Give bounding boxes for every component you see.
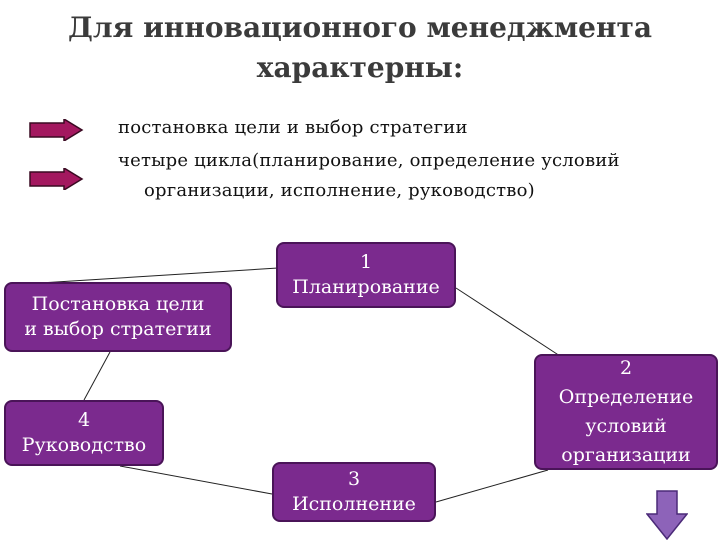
bullet-2-text-line-1: четыре цикла(планирование, определение у… xyxy=(118,150,620,171)
step-2-line-2: условий xyxy=(585,415,667,437)
connector-2-to-3 xyxy=(435,469,549,503)
step-3-number: 3 xyxy=(347,468,361,490)
step-2-line-1: Определение xyxy=(558,386,694,408)
title-line-1: Для инновационного менеджмента xyxy=(68,11,652,44)
right-arrow-icon xyxy=(28,119,84,141)
step-3-execution-box: 3 Исполнение xyxy=(272,462,436,522)
down-arrow-icon xyxy=(646,490,688,540)
right-arrow-icon xyxy=(28,168,84,190)
strategy-box: Постановка цели и выбор стратегии xyxy=(4,282,232,352)
step-4-label: Руководство xyxy=(21,434,147,456)
step-1-planning-box: 1 Планирование xyxy=(276,242,456,308)
bullet-1-text: постановка цели и выбор стратегии xyxy=(118,117,468,138)
step-2-conditions-box: 2 Определение условий организации xyxy=(534,354,718,470)
strategy-box-line-1: Постановка цели xyxy=(31,293,205,315)
connector-1-to-2 xyxy=(455,287,561,357)
bullet-item-2: четыре цикла(планирование, определение у… xyxy=(118,146,620,206)
bullet-2-text-line-2: организации, исполнение, руководство) xyxy=(144,180,535,201)
title-line-2: характерны: xyxy=(256,51,464,84)
step-1-label: Планирование xyxy=(292,276,440,298)
slide-title: Для инновационного менеджмента характерн… xyxy=(0,8,720,88)
step-4-leadership-box: 4 Руководство xyxy=(4,400,164,466)
step-4-number: 4 xyxy=(77,409,91,431)
connector-strategy-to-1 xyxy=(39,267,279,284)
step-2-number: 2 xyxy=(619,357,633,379)
bullet-item-1: постановка цели и выбор стратегии xyxy=(118,113,468,143)
connector-3-to-4 xyxy=(119,465,273,495)
step-3-label: Исполнение xyxy=(292,493,416,515)
strategy-box-line-2: и выбор стратегии xyxy=(24,318,212,340)
step-2-line-3: организации xyxy=(561,444,691,466)
connector-4-to-strategy xyxy=(83,351,111,401)
step-1-number: 1 xyxy=(359,251,373,273)
